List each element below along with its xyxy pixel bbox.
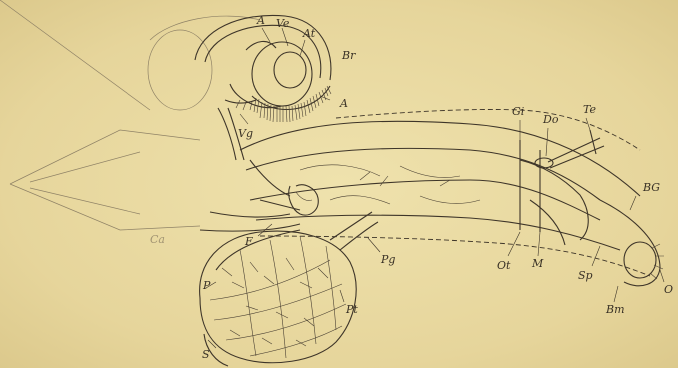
label-Ve: Ve bbox=[276, 18, 289, 29]
faded-sketch bbox=[0, 0, 260, 230]
label-A-top: A bbox=[257, 15, 265, 26]
label-Pg: Pg bbox=[381, 254, 395, 265]
body-tube bbox=[240, 109, 664, 285]
label-O: O bbox=[664, 284, 673, 295]
label-A-mid: A bbox=[340, 98, 348, 109]
label-Do: Do bbox=[543, 114, 558, 125]
label-BG: BG bbox=[643, 182, 660, 193]
label-Vg: Vg bbox=[238, 128, 253, 139]
label-Gi: Gi bbox=[512, 106, 524, 117]
label-Ot: Ot bbox=[497, 260, 510, 271]
label-Pt: Pt bbox=[346, 304, 358, 315]
label-P: P bbox=[203, 280, 210, 291]
label-S: S bbox=[202, 349, 210, 360]
stomach-sac bbox=[200, 212, 378, 366]
label-At: At bbox=[303, 28, 315, 39]
label-Te: Te bbox=[583, 104, 596, 115]
label-F: F bbox=[245, 236, 253, 247]
label-Bm: Bm bbox=[606, 304, 625, 315]
label-faint-left: Ca bbox=[150, 234, 165, 245]
label-M: M bbox=[532, 258, 543, 269]
label-Br: Br bbox=[342, 50, 355, 61]
genital-organ bbox=[200, 160, 318, 270]
label-Sp: Sp bbox=[578, 270, 593, 281]
